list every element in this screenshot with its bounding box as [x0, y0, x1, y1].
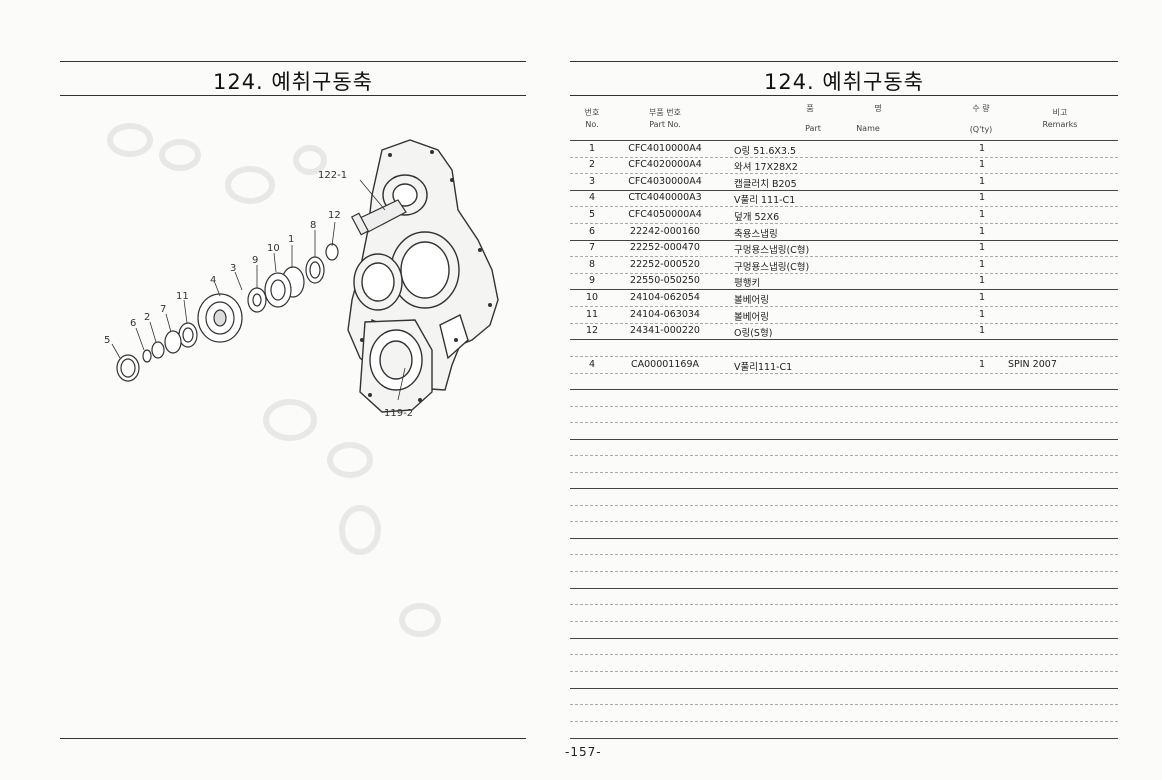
drive-shaft	[350, 199, 407, 236]
table-row: 3 CFC4030000A4 캡클러치 B205 1	[588, 176, 986, 190]
header-no: 번호 No.	[584, 108, 600, 129]
table-row: 4 CA00001169A V풀리111-C1 1 SPIN 2007	[588, 359, 1057, 373]
table-row: 8 22252-000520 구멍용스냅링(C형) 1	[588, 259, 986, 273]
header-part-no: 부품 번호 Part No.	[649, 108, 681, 129]
right-title-rule	[570, 95, 1118, 96]
header-bottom-rule	[570, 140, 1118, 141]
exploded-parts	[116, 243, 339, 382]
exploded-parts-diagram: 122-1 119-2 12 8 1 10 9 3 4 11 7 2 6 5	[104, 123, 499, 637]
header-name-ko-1: 품	[806, 104, 814, 113]
table-row: 9 22550-050250 평행키 1	[588, 275, 986, 289]
table-row: 1 CFC4010000A4 O링 51.6X3.5 1	[588, 143, 986, 157]
callout-3: 3	[230, 263, 236, 274]
table-row: 4 CTC4040000A3 V풀리 111-C1 1	[588, 192, 986, 206]
table-row: 7 22252-000470 구멍용스냅링(C형) 1	[588, 242, 986, 256]
left-page-title: 124. 예취구동축	[212, 70, 374, 94]
table-row: 6 22242-000160 축용스냅링 1	[588, 226, 986, 240]
right-bottom-rule	[570, 738, 1118, 739]
header-part-en: Part	[805, 124, 821, 133]
callout-12: 12	[328, 210, 341, 221]
left-title-rule	[60, 95, 526, 96]
table-row: 11 24104-063034 볼베어링 1	[585, 309, 986, 323]
left-bottom-rule	[60, 738, 526, 739]
right-page-title: 124. 예취구동축	[763, 70, 925, 94]
callout-11: 11	[176, 291, 189, 302]
callout-2: 2	[144, 312, 150, 323]
header-name-ko-2: 명	[874, 104, 882, 113]
callout-6: 6	[130, 318, 136, 329]
table-row: 5 CFC4050000A4 덮개 52X6 1	[588, 209, 986, 223]
callout-9: 9	[252, 255, 258, 266]
callout-4: 4	[210, 275, 216, 286]
right-top-rule	[570, 61, 1118, 62]
callout-119-2: 119-2	[384, 408, 413, 419]
callout-10: 10	[267, 243, 280, 254]
callout-7: 7	[160, 304, 166, 315]
left-top-rule	[60, 61, 526, 62]
gearcase-housing	[347, 139, 499, 413]
header-remarks: 비고 Remarks	[1042, 108, 1078, 129]
table-row: 2 CFC4020000A4 와셔 17X28X2 1	[588, 159, 986, 173]
header-name-en: Name	[856, 124, 880, 133]
callout-8: 8	[310, 220, 316, 231]
callout-122-1: 122-1	[318, 170, 347, 181]
callout-5: 5	[104, 335, 110, 346]
header-qty: 수 량	[972, 104, 990, 113]
table-row	[570, 340, 1118, 356]
table-row: 10 24104-062054 볼베어링 1	[585, 292, 986, 306]
callout-1: 1	[288, 234, 294, 245]
page-number: -157-	[565, 745, 602, 759]
header-qty-en: (Q'ty)	[969, 125, 993, 134]
table-row: 12 24341-000220 O링(S형) 1	[585, 325, 986, 339]
